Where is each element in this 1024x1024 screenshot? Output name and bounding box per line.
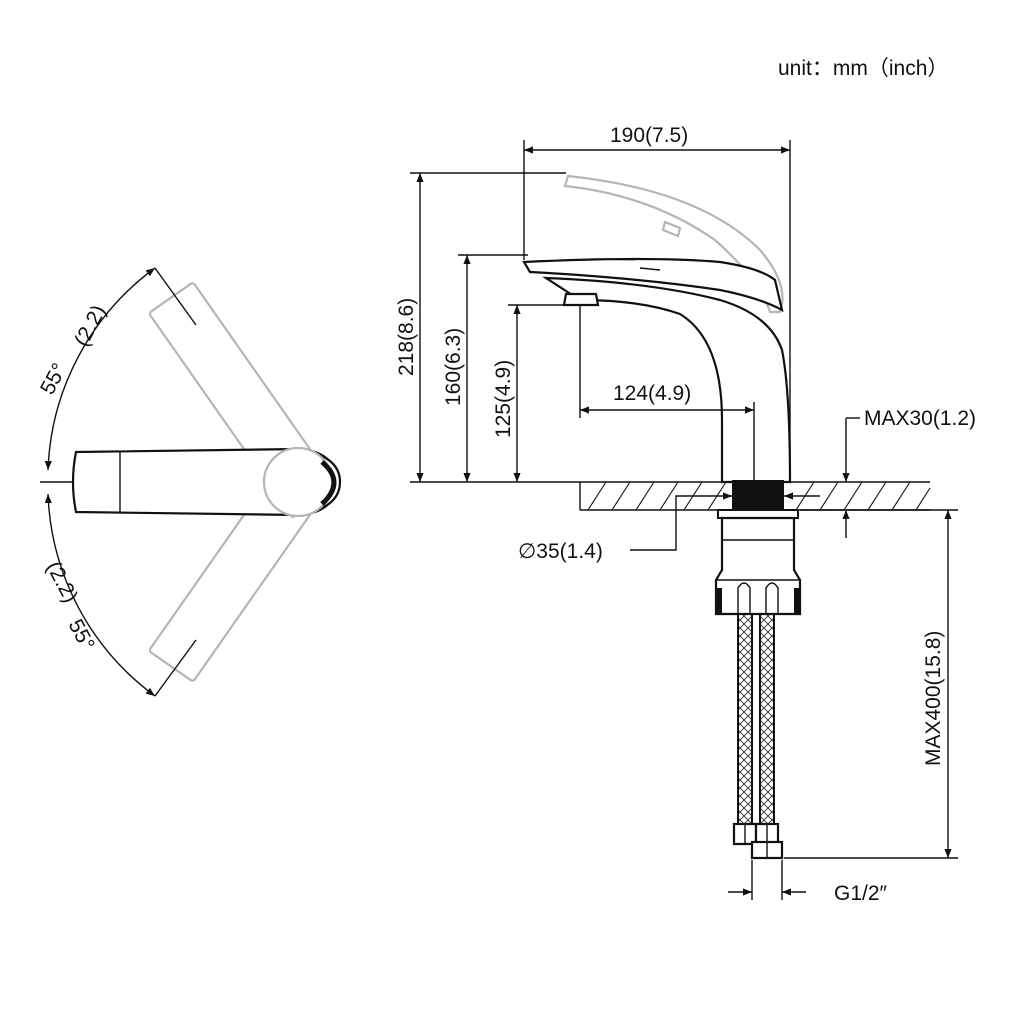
mounting-shank <box>732 480 784 512</box>
dim-spout-reach-total: 190(7.5) <box>610 124 688 147</box>
dim-height-spout-top: 160(6.3) <box>442 328 465 406</box>
hose-right <box>759 613 775 827</box>
top-view: 55° (2.2) 55° (2.2) <box>36 267 342 697</box>
dim-thread-size: G1/2″ <box>834 882 888 905</box>
angle-arc-lower <box>44 493 156 697</box>
dim-hole-diameter: ∅35(1.4) <box>518 540 603 563</box>
angle-upper-deg-label: 55° <box>36 360 71 399</box>
hose-left <box>737 613 753 827</box>
lever-raised-ghost <box>563 174 784 314</box>
mounting-nut <box>714 516 802 616</box>
deck-slab <box>410 481 931 511</box>
dim-height-outlet: 125(4.9) <box>492 360 515 438</box>
angle-lower-inch-label: (2.2) <box>42 558 83 607</box>
dim-hose-length: MAX400(15.8) <box>922 631 945 766</box>
dim-outlet-reach: 124(4.9) <box>613 382 691 405</box>
angle-arc-upper <box>44 267 156 471</box>
handle-center-position <box>71 446 342 518</box>
side-view: 190(7.5) 218(8.6) 160(6.3) 125(4.9) 124(… <box>395 124 976 905</box>
unit-label: unit：mm（inch） <box>778 57 948 80</box>
dim-height-total: 218(8.6) <box>395 298 418 376</box>
faucet-body <box>542 276 792 484</box>
angle-upper-inch-label: (2.2) <box>70 301 111 350</box>
angle-lower-deg-label: 55° <box>64 616 99 655</box>
dim-deck-thickness: MAX30(1.2) <box>864 407 976 430</box>
aerator <box>562 292 600 307</box>
faucet-lever <box>522 257 784 313</box>
